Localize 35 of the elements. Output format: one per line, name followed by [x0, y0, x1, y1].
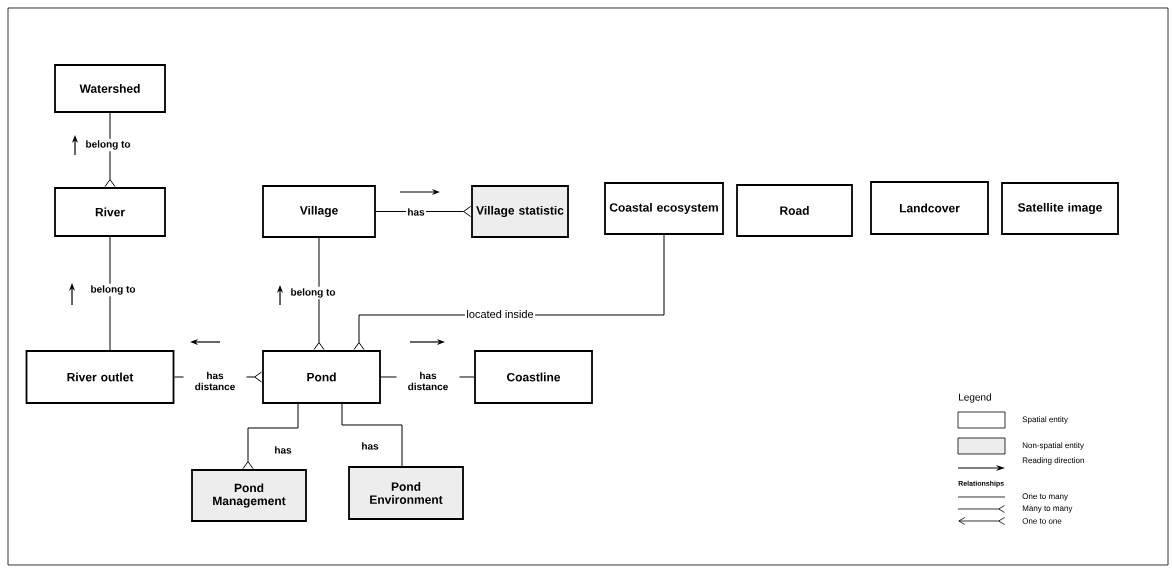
legend-text: Reading direction — [1022, 457, 1084, 465]
entity-box: Village — [262, 185, 376, 238]
entity-box: Road — [736, 184, 853, 237]
edge-label: belong to — [289, 286, 337, 300]
edge-label: located inside — [464, 308, 536, 320]
edge-label: belong to — [89, 283, 137, 297]
legend-text: One to one — [1022, 518, 1062, 524]
entity-box: Satellite image — [1001, 182, 1119, 235]
legend-text: Non-spatial entity — [1022, 442, 1084, 450]
entity-box: Watershed — [54, 64, 166, 113]
entity-box: River — [54, 187, 166, 237]
entity-box: Coastline — [474, 350, 593, 404]
entity-box: River outlet — [25, 350, 175, 404]
entity-box: Pond Management — [191, 469, 307, 522]
legend-title: Legend — [959, 393, 991, 403]
entity-box: Pond Environment — [348, 466, 464, 520]
edge-label: has distance — [183, 370, 247, 392]
edge-label: has — [405, 206, 427, 218]
entity-box: Pond — [262, 350, 381, 404]
entity-box: Landcover — [870, 181, 989, 235]
edge-label: belong to — [84, 138, 132, 152]
edge-label: has — [359, 440, 381, 452]
edge-label: has distance — [396, 370, 460, 392]
relationship-line — [109, 236, 111, 351]
relationship-line — [242, 403, 299, 470]
legend-text: Spatial entity — [1022, 416, 1068, 424]
relationship-line — [375, 206, 472, 217]
legend-text: One to many — [1022, 493, 1068, 501]
legend-text: Many to many — [1022, 505, 1073, 513]
entity-box: Coastal ecosystem — [604, 182, 724, 235]
relationship-line — [341, 403, 403, 467]
entity-box: Village statistic — [471, 185, 569, 238]
relationship-line — [313, 237, 325, 351]
edge-label: has — [272, 444, 294, 456]
relationship-line — [104, 112, 116, 188]
